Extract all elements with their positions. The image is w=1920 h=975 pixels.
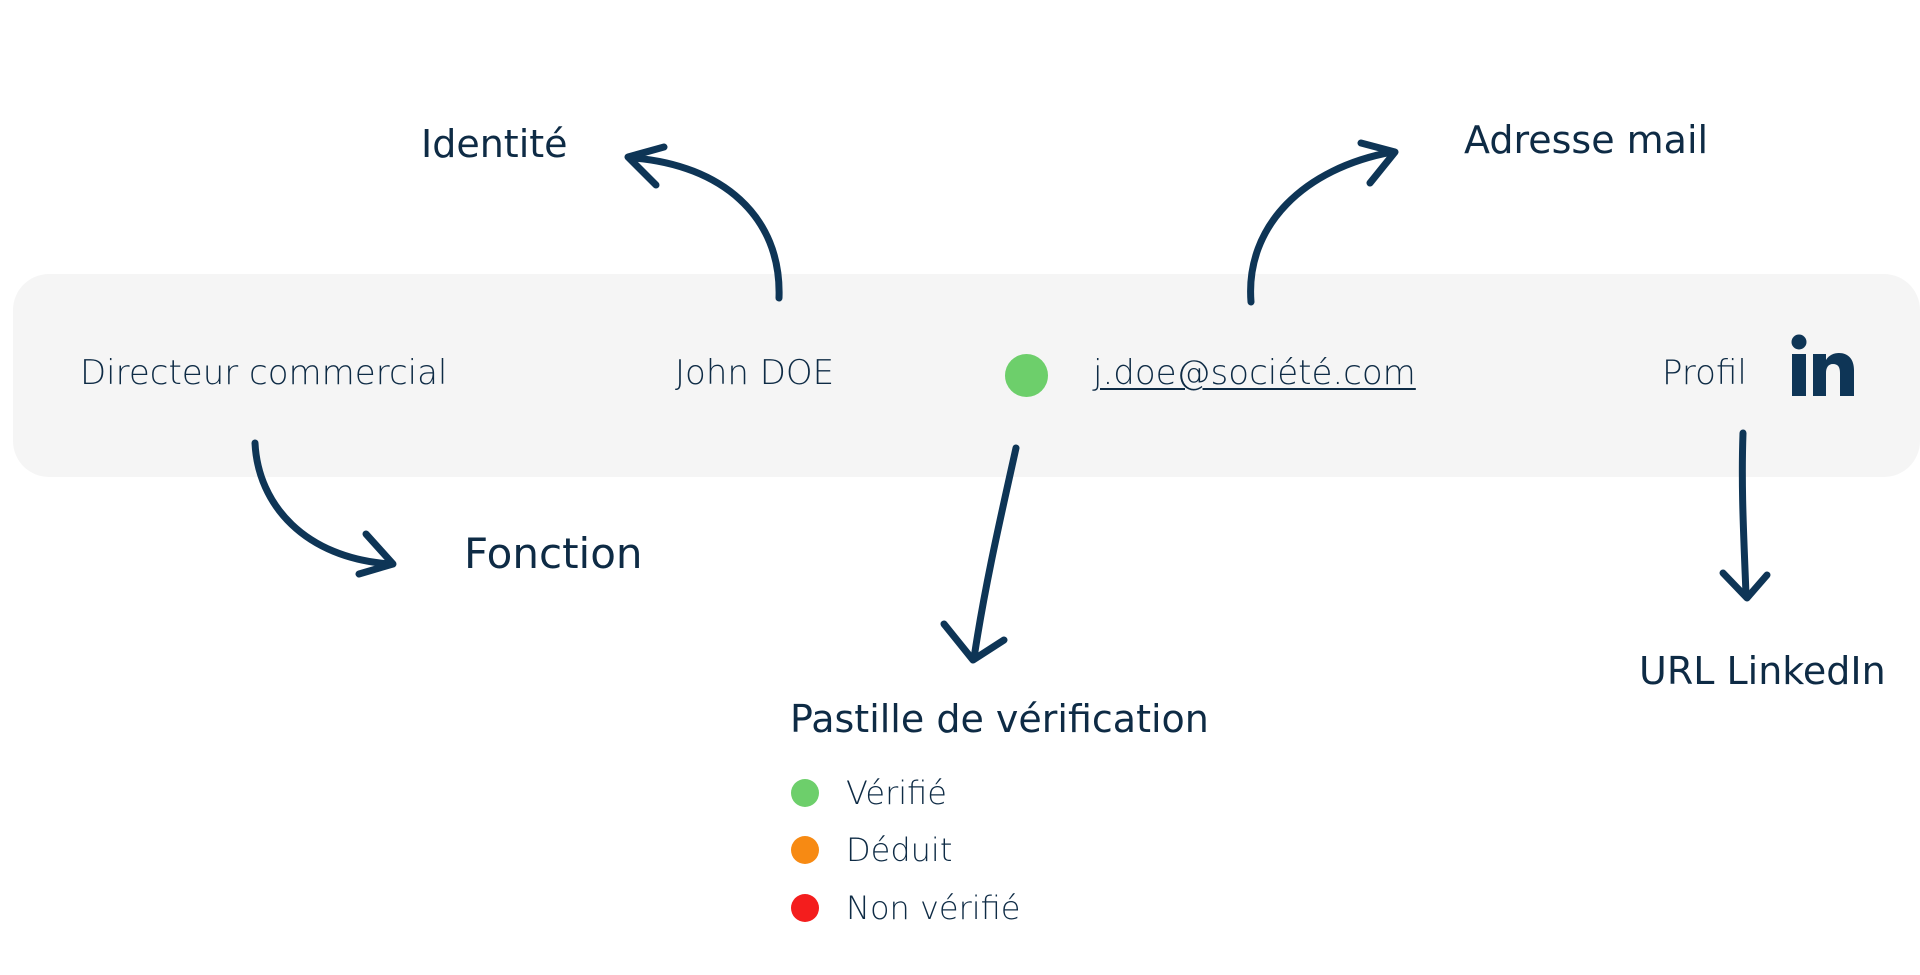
profile-label: Profil [1662, 353, 1747, 393]
legend-label-verifie: Vérifié [846, 774, 947, 812]
legend-label-non-verifie: Non vérifié [846, 889, 1021, 927]
annotation-adresse-mail: Adresse mail [1464, 118, 1709, 162]
legend-dot-deduit [791, 836, 819, 864]
annotation-url-linkedin: URL LinkedIn [1639, 649, 1886, 693]
contact-email-link[interactable]: j.doe@société.com [1093, 353, 1416, 393]
annotation-pastille: Pastille de vérification [790, 697, 1209, 741]
contact-role: Directeur commercial [80, 353, 448, 393]
legend-dot-non-verifie [791, 894, 819, 922]
legend-dot-verifie [791, 779, 819, 807]
arrow-pastille [940, 444, 1020, 664]
linkedin-icon[interactable] [1791, 334, 1855, 398]
verification-status-dot [1005, 354, 1048, 397]
annotation-fonction: Fonction [464, 529, 643, 578]
legend-label-deduit: Déduit [846, 831, 953, 869]
annotation-identite: Identité [421, 122, 568, 166]
contact-name: John DOE [675, 353, 835, 393]
